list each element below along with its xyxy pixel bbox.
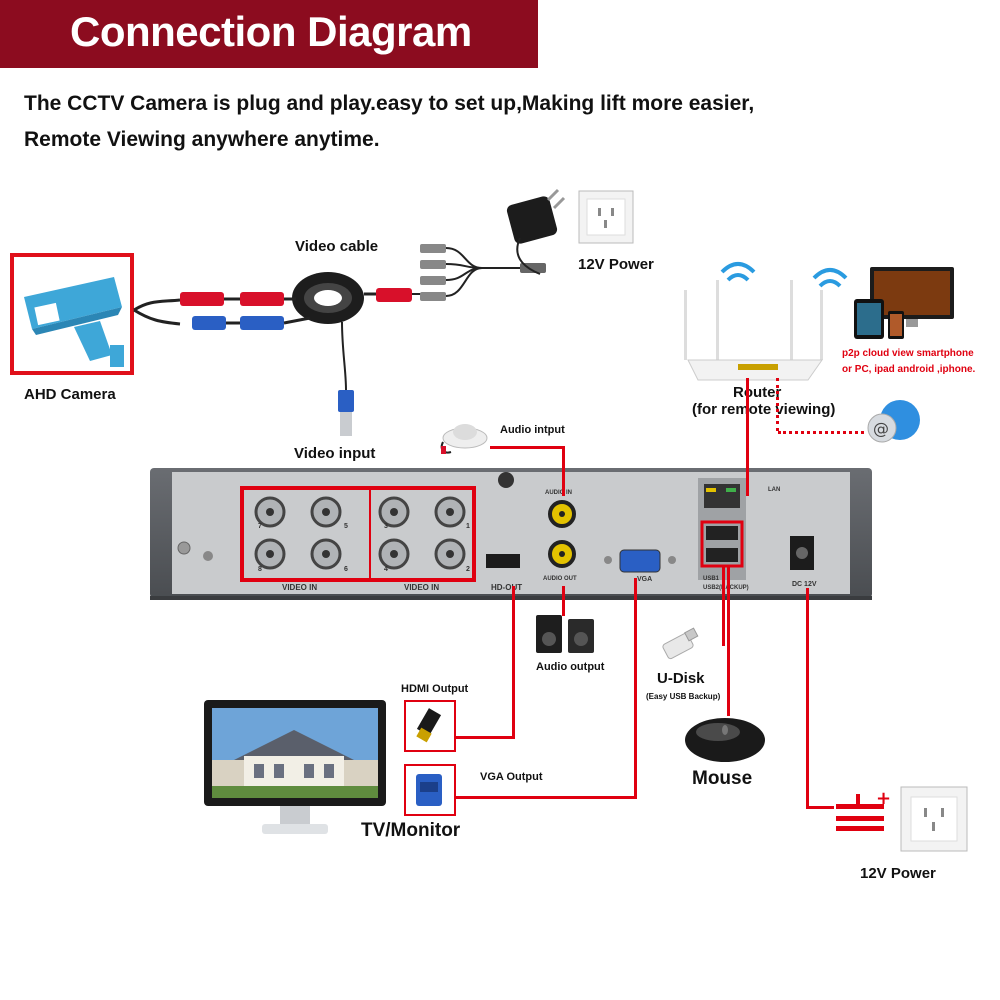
remote-devices-icon — [854, 267, 954, 339]
header-band — [0, 0, 538, 68]
ahd-camera-frame — [10, 253, 134, 375]
svg-text:+: + — [876, 788, 891, 809]
router-label: Router — [733, 384, 782, 401]
audio-in-wire-h — [490, 446, 564, 449]
audio-output-label: Audio output — [536, 661, 605, 673]
power-adapter-icon — [506, 188, 566, 275]
usb1-panel-label: USB1 — [703, 576, 720, 582]
hdmi-wire-h — [456, 736, 515, 739]
bnc-number-1: 1 — [466, 523, 470, 530]
cloud-caption-2: or PC, ipad android ,iphone. — [842, 364, 976, 375]
dc-wire-v — [806, 588, 809, 808]
dc-panel-label: DC 12V — [792, 581, 817, 588]
internet-globe-icon: @ — [867, 400, 920, 443]
router-internet-link-v — [776, 378, 779, 431]
wall-outlet-icon — [578, 190, 634, 244]
bnc-number-4: 4 — [384, 566, 388, 573]
intro-line-1: The CCTV Camera is plug and play.easy to… — [24, 92, 755, 115]
microphone-icon — [440, 424, 488, 454]
video-cable-assembly — [133, 244, 546, 436]
audio-in-wire-v — [562, 446, 565, 496]
bnc-ports — [254, 496, 466, 570]
usb-drive-icon — [662, 627, 699, 660]
dc-wire-h — [806, 806, 834, 809]
ahd-camera-label: AHD Camera — [24, 386, 116, 403]
vga-wire-v — [634, 578, 637, 799]
video-cable-label: Video cable — [295, 238, 379, 255]
vga-connector-icon — [404, 764, 456, 816]
vga-wire-h — [456, 796, 637, 799]
audio-in-panel-label: AUDIO IN — [545, 490, 572, 496]
power-top-label: 12V Power — [578, 256, 654, 273]
usb2-panel-label: USB2(BACKUP) — [703, 585, 749, 591]
power-bottom-label: 12V Power — [860, 865, 936, 882]
bnc-number-6: 6 — [344, 566, 348, 573]
bnc-number-5: 5 — [344, 523, 348, 530]
vga-panel-label: VGA — [637, 576, 653, 583]
dvr-panel — [150, 468, 872, 600]
speaker-icon — [536, 615, 594, 653]
bnc-number-8: 8 — [258, 566, 262, 573]
dc-polarity-icon: + — [836, 788, 891, 831]
video-input-label: Video input — [294, 445, 376, 462]
udisk-label: U-Disk — [657, 670, 705, 687]
camera-icon — [24, 277, 124, 367]
tv-monitor-icon — [204, 700, 386, 834]
hdmi-output-label: HDMI Output — [401, 683, 469, 695]
mouse-label: Mouse — [692, 768, 753, 789]
hdmi-wire-v — [512, 586, 515, 738]
intro-line-2: Remote Viewing anywhere anytime. — [24, 128, 380, 151]
video-in-label-right: VIDEO IN — [404, 583, 440, 592]
bnc-number-7: 7 — [258, 523, 262, 530]
usb-wire-1 — [722, 566, 725, 646]
page-title: Connection Diagram — [70, 8, 472, 55]
lan-wire — [746, 378, 749, 496]
bnc-number-3: 3 — [384, 523, 388, 530]
router-subtitle: (for remote viewing) — [692, 401, 836, 418]
router-icon — [684, 262, 848, 381]
mouse-icon — [685, 718, 765, 762]
lan-panel-label: LAN — [768, 487, 781, 493]
audio-out-wire — [562, 586, 565, 616]
hd-out-label: HD-OUT — [491, 583, 523, 592]
audio-out-panel-label: AUDIO OUT — [543, 576, 577, 582]
vga-output-label: VGA Output — [480, 771, 543, 783]
usb-wire-2 — [727, 566, 730, 716]
router-internet-link — [778, 431, 864, 434]
wall-outlet-bottom-icon — [900, 786, 968, 852]
hdmi-connector-icon — [404, 700, 456, 752]
udisk-subtitle: (Easy USB Backup) — [646, 692, 721, 701]
audio-input-label: Audio intput — [500, 424, 565, 436]
cloud-caption-1: p2p cloud view smartphone — [842, 348, 974, 359]
svg-text:@: @ — [873, 419, 889, 438]
tv-monitor-label: TV/Monitor — [361, 820, 461, 841]
bnc-number-2: 2 — [466, 566, 470, 573]
video-in-label-left: VIDEO IN — [282, 583, 318, 592]
